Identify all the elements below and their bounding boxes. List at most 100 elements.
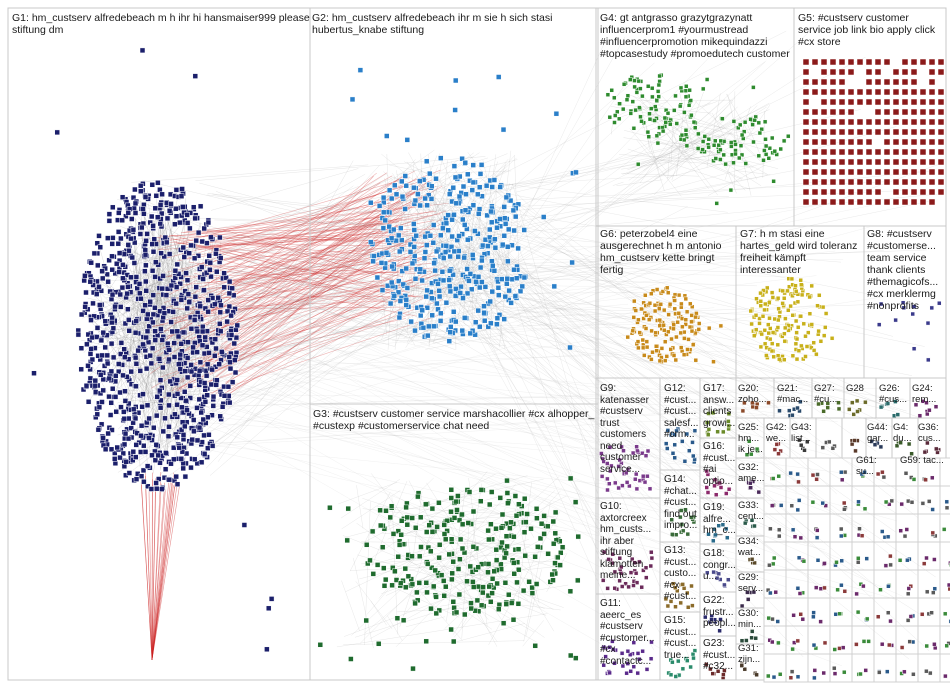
node: [111, 326, 116, 331]
node: [839, 59, 845, 65]
node: [222, 393, 227, 398]
node: [721, 523, 725, 527]
node: [717, 572, 721, 576]
node: [803, 89, 809, 95]
node: [391, 227, 396, 232]
node: [533, 554, 538, 559]
node: [218, 256, 223, 261]
node: [839, 109, 845, 115]
node: [920, 139, 926, 145]
node: [479, 258, 484, 263]
node: [687, 337, 691, 341]
node: [209, 382, 214, 387]
node: [653, 309, 657, 313]
node: [813, 668, 817, 672]
node: [474, 279, 479, 284]
node: [222, 285, 227, 290]
node: [679, 601, 683, 605]
node: [755, 406, 759, 410]
node: [911, 159, 917, 165]
node: [505, 259, 510, 264]
node: [201, 417, 206, 422]
node: [875, 89, 881, 95]
node: [633, 561, 637, 565]
node: [830, 189, 836, 195]
node: [681, 667, 685, 671]
node: [938, 119, 944, 125]
node: [266, 606, 271, 611]
node: [110, 292, 115, 297]
node: [705, 486, 709, 490]
node: [659, 302, 663, 306]
node: [109, 320, 114, 325]
node: [542, 531, 547, 536]
node: [790, 413, 794, 417]
node: [269, 596, 274, 601]
node: [208, 260, 213, 265]
node: [833, 648, 837, 652]
node: [884, 59, 890, 65]
node: [411, 185, 416, 190]
node: [159, 251, 164, 256]
node: [457, 592, 462, 597]
node: [150, 320, 155, 325]
node: [618, 458, 622, 462]
node: [815, 528, 819, 532]
node: [648, 112, 652, 116]
node: [694, 311, 698, 315]
node: [403, 585, 408, 590]
node: [230, 286, 235, 291]
node: [175, 435, 180, 440]
node: [713, 478, 717, 482]
node: [682, 138, 686, 142]
node: [750, 629, 754, 633]
node: [670, 337, 674, 341]
node: [670, 518, 674, 522]
node: [646, 449, 650, 453]
node: [153, 274, 158, 279]
node: [718, 629, 722, 633]
node: [830, 59, 836, 65]
node: [431, 324, 436, 329]
node: [724, 162, 728, 166]
node: [752, 590, 756, 594]
node: [804, 334, 808, 338]
node: [649, 564, 653, 568]
node: [821, 446, 825, 450]
node: [175, 482, 180, 487]
node: [191, 429, 196, 434]
node: [425, 288, 430, 293]
node: [143, 248, 148, 253]
node: [443, 537, 448, 542]
node: [129, 217, 134, 222]
node: [653, 303, 657, 307]
node: [95, 325, 100, 330]
node: [138, 368, 143, 373]
node: [645, 474, 649, 478]
node: [145, 403, 150, 408]
node: [857, 89, 863, 95]
node: [107, 376, 112, 381]
node: [601, 578, 605, 582]
node: [767, 616, 771, 620]
node: [666, 604, 670, 608]
node: [648, 117, 652, 121]
node: [89, 260, 94, 265]
node: [707, 532, 711, 536]
node: [453, 319, 458, 324]
node: [910, 500, 914, 504]
node: [771, 477, 775, 481]
node: [179, 297, 184, 302]
node: [625, 98, 629, 102]
node: [131, 449, 136, 454]
node: [426, 324, 431, 329]
node: [679, 331, 683, 335]
node: [480, 243, 485, 248]
node: [920, 89, 926, 95]
node: [502, 216, 507, 221]
node: [911, 109, 917, 115]
node: [133, 211, 138, 216]
node: [749, 486, 753, 490]
node: [488, 599, 493, 604]
